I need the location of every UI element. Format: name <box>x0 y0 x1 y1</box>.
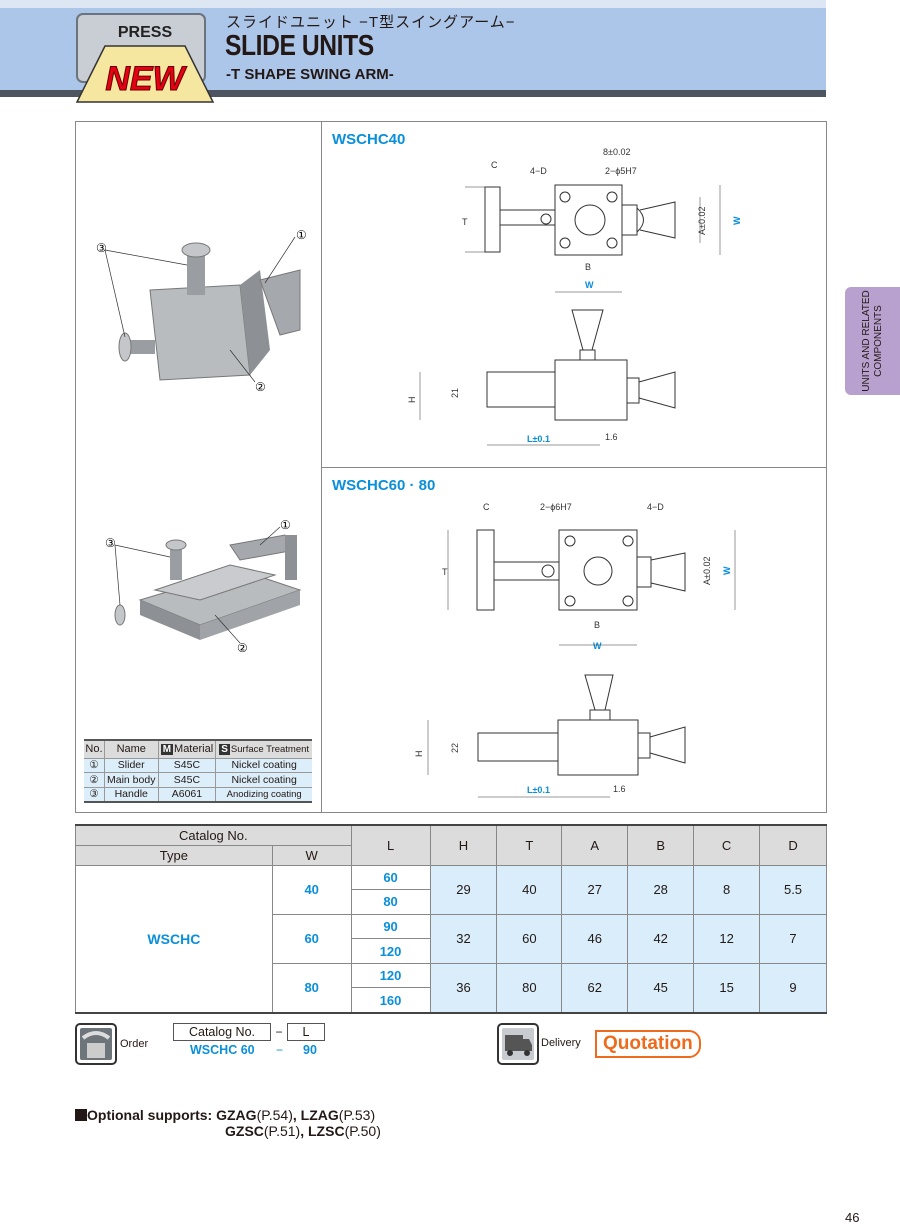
delivery-quotation-badge: Quotation <box>595 1030 701 1058</box>
header-bar <box>0 90 826 97</box>
svg-text:L±0.1: L±0.1 <box>527 434 550 444</box>
press-new-logo: PRESS NEW <box>75 13 215 103</box>
svg-text:②: ② <box>255 380 266 394</box>
product-image-wschc60: ③ ① ② <box>105 518 302 655</box>
tab-line1: UNITS AND RELATED <box>860 290 872 392</box>
svg-text:L±0.1: L±0.1 <box>527 785 550 795</box>
header-top-strip <box>0 0 826 8</box>
order-label: Order <box>120 1038 149 1050</box>
svg-text:T: T <box>462 217 468 227</box>
svg-text:1.6: 1.6 <box>605 432 618 442</box>
optional-supports: Optional supports: GZAG(P.54), LZAG(P.53… <box>75 1107 381 1139</box>
phone-icon <box>75 1023 117 1065</box>
svg-text:C: C <box>483 502 490 512</box>
order-example-dash: − <box>276 1043 284 1057</box>
order-example-catalog: WSCHC 60 <box>190 1043 255 1057</box>
svg-text:2−ϕ5H7: 2−ϕ5H7 <box>605 166 637 176</box>
svg-text:W: W <box>722 566 732 575</box>
svg-text:4−D: 4−D <box>530 166 547 176</box>
page-subtitle: -T SHAPE SWING ARM- <box>226 66 394 83</box>
svg-text:①: ① <box>296 228 307 242</box>
svg-text:A±0.02: A±0.02 <box>697 207 707 235</box>
model-title-wschc60-80: WSCHC60 · 80 <box>332 477 436 494</box>
svg-text:8±0.02: 8±0.02 <box>603 147 630 157</box>
drawing-wschc60-80: C 2−ϕ6H7 4−D T A±0.02 W B W H 22 L±0.1 1.6 <box>414 502 736 798</box>
svg-text:A±0.02: A±0.02 <box>702 557 712 585</box>
divider <box>321 467 827 468</box>
svg-text:W: W <box>593 641 602 651</box>
svg-text:T: T <box>442 567 448 577</box>
japanese-title: スライドユニット −T型スイングアーム− <box>226 14 516 31</box>
svg-text:NEW: NEW <box>105 60 187 98</box>
svg-text:22: 22 <box>450 743 460 753</box>
svg-text:W: W <box>585 280 594 290</box>
svg-text:W: W <box>732 216 742 225</box>
product-image-wschc40: ③ ① ② <box>96 228 307 394</box>
order-format: Catalog No. − L <box>173 1023 325 1041</box>
page-number: 46 <box>845 1210 860 1225</box>
svg-text:①: ① <box>280 518 291 532</box>
delivery-truck-icon <box>497 1023 539 1065</box>
svg-text:2−ϕ6H7: 2−ϕ6H7 <box>540 502 572 512</box>
svg-text:②: ② <box>237 641 248 655</box>
svg-text:H: H <box>407 397 417 404</box>
svg-text:21: 21 <box>450 388 460 398</box>
svg-text:B: B <box>594 620 600 630</box>
model-title-wschc40: WSCHC40 <box>332 131 406 148</box>
svg-text:H: H <box>414 751 424 758</box>
svg-text:C: C <box>491 160 498 170</box>
svg-text:4−D: 4−D <box>647 502 664 512</box>
delivery-label: Delivery <box>541 1037 581 1049</box>
order-example-l: 90 <box>303 1043 317 1057</box>
svg-text:③: ③ <box>105 536 116 550</box>
svg-text:B: B <box>585 262 591 272</box>
page-title: SLIDE UNITS <box>225 30 374 62</box>
svg-text:1.6: 1.6 <box>613 784 626 794</box>
svg-text:③: ③ <box>96 241 107 255</box>
svg-text:PRESS: PRESS <box>118 24 173 41</box>
tab-line2: COMPONENTS <box>872 305 884 377</box>
